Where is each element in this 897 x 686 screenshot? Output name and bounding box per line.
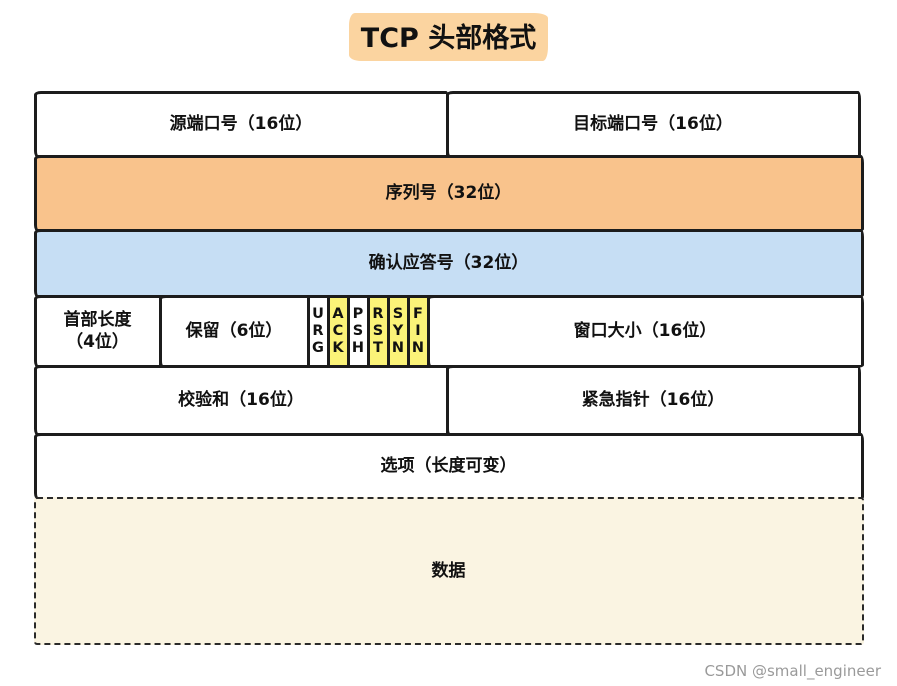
flag-rst-letter-3: T <box>373 340 383 357</box>
row-flags: 首部长度 （4位） 保留（6位） U R G A C K P S H R S <box>33 295 864 368</box>
flag-rst-letter-2: S <box>372 322 384 339</box>
flag-psh-letter-2: S <box>352 322 364 339</box>
field-reserved: 保留（6位） <box>158 295 310 368</box>
flag-psh-letter-3: H <box>351 340 365 357</box>
field-checksum: 校验和（16位） <box>33 365 449 436</box>
field-header-length: 首部长度 （4位） <box>33 295 162 368</box>
flag-fin-letter-3: N <box>411 340 425 357</box>
row-sequence-number: 序列号（32位） <box>33 155 864 232</box>
field-window-size: 窗口大小（16位） <box>426 295 864 368</box>
flag-urg-letter-1: U <box>312 305 324 322</box>
row-options: 选项（长度可变） <box>33 433 864 500</box>
flag-syn-letter-2: Y <box>392 322 404 339</box>
flag-urg-letter-3: G <box>312 340 324 357</box>
flag-rst-letter-1: R <box>372 305 384 322</box>
field-sequence-number: 序列号（32位） <box>33 155 864 232</box>
field-source-port: 源端口号（16位） <box>33 91 449 158</box>
tcp-header-diagram: 源端口号（16位） 目标端口号（16位） 序列号（32位） 确认应答号（32位）… <box>33 91 864 645</box>
watermark: CSDN @small_engineer <box>704 662 881 680</box>
flag-ack-letter-1: A <box>332 305 344 322</box>
flag-syn-letter-1: S <box>392 305 404 322</box>
row-checksum: 校验和（16位） 紧急指针（16位） <box>33 365 864 436</box>
flag-fin-letter-2: I <box>415 322 421 339</box>
flag-urg-letter-2: R <box>312 322 324 339</box>
page-title: TCP 头部格式 <box>0 0 897 61</box>
row-ports: 源端口号（16位） 目标端口号（16位） <box>33 91 864 158</box>
flag-ack-letter-2: C <box>332 322 344 339</box>
field-options: 选项（长度可变） <box>33 433 864 500</box>
field-urgent-pointer: 紧急指针（16位） <box>445 365 861 436</box>
flag-fin-letter-1: F <box>413 305 423 322</box>
field-ack-number: 确认应答号（32位） <box>33 229 864 298</box>
field-header-length-line2: （4位） <box>66 331 129 352</box>
field-dest-port: 目标端口号（16位） <box>445 91 861 158</box>
row-ack-number: 确认应答号（32位） <box>33 229 864 298</box>
flag-psh-letter-1: P <box>352 305 364 322</box>
flag-syn-letter-3: N <box>391 340 405 357</box>
field-data: 数据 <box>33 497 864 645</box>
row-data: 数据 <box>33 497 864 645</box>
flag-ack-letter-3: K <box>332 340 344 357</box>
page-title-text: TCP 头部格式 <box>348 13 549 61</box>
field-header-length-line1: 首部长度 <box>63 310 132 331</box>
